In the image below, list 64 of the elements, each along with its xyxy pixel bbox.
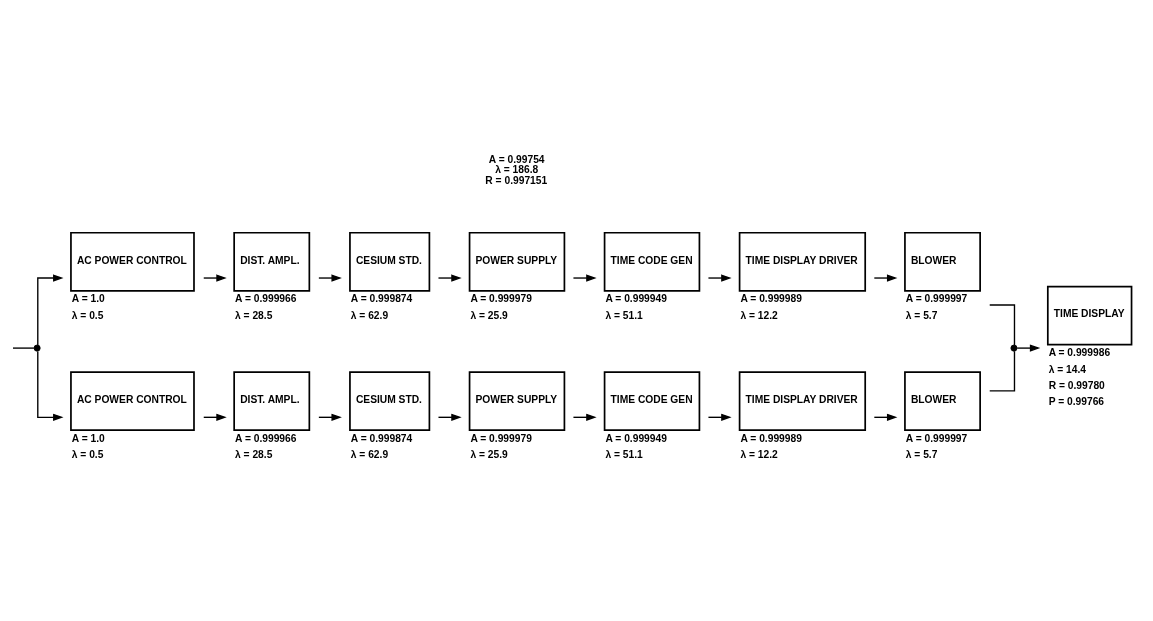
node-label: λ = 12.2 (740, 309, 778, 321)
connector (989, 304, 1016, 346)
node-box: AC POWER CONTROL (70, 371, 195, 431)
arrow (1016, 344, 1041, 352)
node-label: λ = 28.5 (235, 309, 273, 321)
arrow (707, 274, 732, 282)
label: A = 0.99754 (488, 154, 545, 166)
node-label: λ = 12.2 (740, 448, 778, 460)
node-circle (33, 344, 41, 352)
node-box: POWER SUPPLY (468, 371, 566, 431)
node-label: A = 0.999966 (235, 293, 297, 305)
node-box: TIME DISPLAY DRIVER (738, 371, 867, 431)
node-box: AC POWER CONTROL (70, 231, 195, 292)
node-label: λ = 51.1 (605, 448, 643, 460)
label: R = 0.997151 (485, 174, 548, 186)
node-label: λ = 62.9 (350, 448, 389, 460)
node-label: A = 1.0 (71, 293, 105, 305)
node-label: A = 0.999966 (235, 432, 297, 444)
node-box: TIME DISPLAY DRIVER (738, 231, 867, 292)
node-label: A = 0.999997 (905, 293, 968, 305)
node-box: TIME CODE GEN (603, 371, 701, 431)
arrow (37, 350, 64, 421)
node-box: CESIUM STD. (349, 231, 431, 292)
node-box: TIME CODE GEN (603, 231, 701, 292)
node-label: A = 0.999949 (605, 432, 667, 444)
node-box: TIME DISPLAY (1046, 285, 1133, 346)
node-label: A = 0.999997 (905, 432, 968, 444)
node-label: λ = 0.5 (71, 309, 104, 321)
node-label: λ = 28.5 (235, 448, 273, 460)
node-label: λ = 62.9 (350, 309, 389, 321)
node-label: λ = 25.9 (470, 309, 508, 321)
node-label: λ = 5.7 (905, 309, 938, 321)
arrow (318, 274, 342, 282)
node-circle (1010, 344, 1018, 352)
node-box: DIST. AMPL. (233, 371, 311, 431)
node-box: DIST. AMPL. (233, 231, 311, 292)
node-label: A = 0.999989 (740, 432, 802, 444)
node-box: CESIUM STD. (349, 371, 431, 431)
node-box: BLOWER (904, 371, 981, 431)
node-label: A = 0.999986 (1048, 347, 1111, 359)
node-label: A = 0.999979 (470, 293, 532, 305)
node-label: λ = 25.9 (470, 448, 508, 460)
node-label: A = 0.999874 (350, 293, 413, 305)
node-label: A = 0.999989 (740, 293, 802, 305)
node-label: λ = 0.5 (71, 448, 104, 460)
node-label: λ = 14.4 (1048, 363, 1086, 375)
node-label: P = 0.99766 (1048, 396, 1105, 408)
node-box: POWER SUPPLY (468, 231, 566, 292)
arrow (873, 274, 898, 282)
node-box: BLOWER (904, 231, 981, 292)
connector (12, 347, 35, 349)
arrow (37, 274, 64, 346)
node-label: A = 0.999949 (605, 293, 667, 305)
arrow (437, 274, 462, 282)
node-label: λ = 5.7 (905, 448, 938, 460)
node-label: λ = 51.1 (605, 309, 643, 321)
node-label: R = 0.99780 (1048, 379, 1105, 391)
label: λ = 186.8 (495, 164, 539, 176)
node-label: A = 0.999979 (470, 432, 532, 444)
connector (989, 350, 1016, 392)
arrow (203, 274, 227, 282)
arrow (572, 274, 597, 282)
node-label: A = 1.0 (71, 432, 105, 444)
node-label: A = 0.999874 (350, 432, 413, 444)
